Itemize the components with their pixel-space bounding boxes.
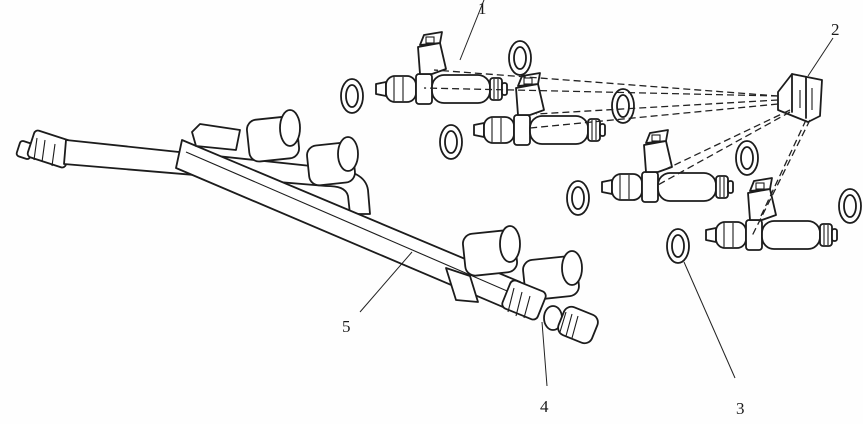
schrader-valve-cap (543, 305, 599, 345)
callout-1: 1 (478, 0, 487, 18)
callout-2: 2 (831, 20, 840, 39)
leader-lines (359, 0, 834, 387)
assembly-dashed-lines (423, 69, 811, 237)
callout-5: 5 (342, 317, 351, 336)
fuel-rail (15, 109, 583, 321)
callout-3: 3 (736, 399, 745, 418)
injector-top (340, 31, 532, 114)
injector-third (566, 129, 759, 216)
callout-4: 4 (540, 397, 549, 416)
